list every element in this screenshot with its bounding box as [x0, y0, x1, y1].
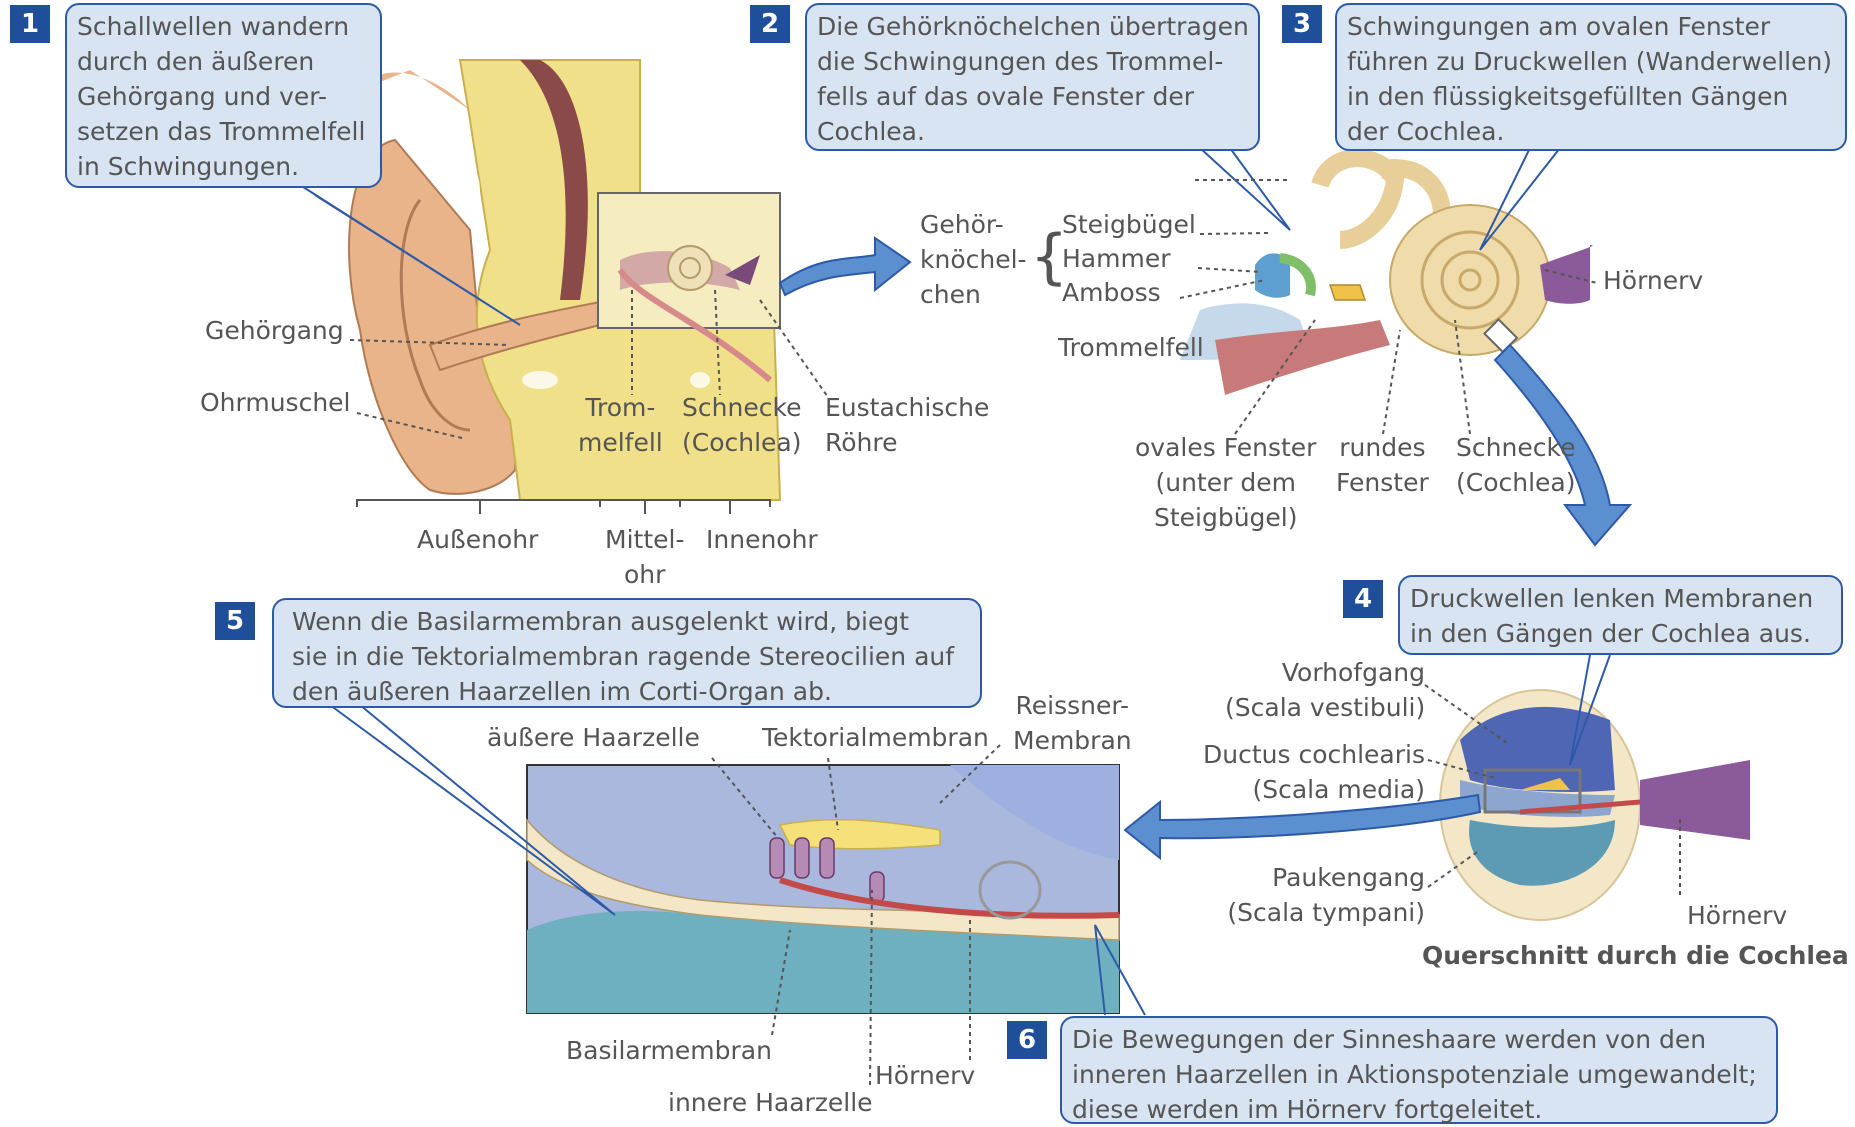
- step-4-line: in den Gängen der Cochlea aus.: [1410, 616, 1831, 651]
- label-schnecke-line: Schnecke: [682, 390, 802, 425]
- label-paukengang: Paukengang (Scala tympani): [1225, 860, 1425, 930]
- step-5-line: sie in die Tektorialmembran ragende Ster…: [292, 639, 970, 674]
- label-mittelohr-line: Mittel-: [605, 522, 684, 557]
- label-eustachische-line: Röhre: [825, 425, 989, 460]
- label-ovales-fenster-line: (unter dem: [1135, 465, 1316, 500]
- label-eustachische-roehre: Eustachische Röhre: [825, 390, 989, 460]
- step-3-line: in den flüssigkeitsgefüllten Gängen: [1347, 79, 1835, 114]
- label-hoernerv-corti: Hörnerv: [875, 1058, 975, 1093]
- label-steigbuegel: Steigbügel: [1062, 207, 1196, 242]
- step-3-badge: 3: [1282, 5, 1322, 43]
- label-gehoergang: Gehörgang: [205, 313, 344, 348]
- label-vorhofgang: Vorhofgang (Scala vestibuli): [1225, 655, 1425, 725]
- step-2-line: Die Gehörknöchelchen übertragen: [817, 9, 1248, 44]
- step-1-line: durch den äußeren: [77, 44, 370, 79]
- label-ductus-line: (Scala media): [1195, 772, 1425, 807]
- step-3-callout: Schwingungen am ovalen Fenster führen zu…: [1335, 3, 1847, 151]
- label-ovales-fenster-line: Steigbügel): [1135, 500, 1316, 535]
- label-amboss: Amboss: [1062, 275, 1161, 310]
- step-6-badge: 6: [1007, 1021, 1047, 1059]
- caption-cochlea-section: Querschnitt durch die Cochlea: [1422, 938, 1849, 973]
- label-schnecke-line: (Cochlea): [682, 425, 802, 460]
- label-reissner-line: Reissner-: [1013, 688, 1132, 723]
- label-basilarmembran: Basilarmembran: [566, 1033, 772, 1068]
- label-schnecke-detail-line: Schnecke: [1456, 430, 1576, 465]
- step-5-line: Wenn die Basilarmembran ausgelenkt wird,…: [292, 604, 970, 639]
- middle-ear-drawing: [1180, 158, 1593, 395]
- label-tektorialmembran: Tektorialmembran: [762, 720, 989, 755]
- label-paukengang-line: Paukengang: [1225, 860, 1425, 895]
- label-rundes-fenster: rundes Fenster: [1336, 430, 1429, 500]
- label-aussenohr: Außenohr: [417, 522, 538, 557]
- label-gehoerknoechelchen-line: knöchel-: [920, 242, 1027, 277]
- label-ohrmuschel: Ohrmuschel: [200, 385, 351, 420]
- label-innere-haarzelle: innere Haarzelle: [668, 1085, 873, 1120]
- label-reissner-membran: Reissner- Membran: [1013, 688, 1132, 758]
- zoom-arrow-1: [780, 238, 910, 295]
- label-trommelfell: Trom- melfell: [578, 390, 663, 460]
- step-1-line: Gehörgang und ver-: [77, 79, 370, 114]
- label-hammer: Hammer: [1062, 241, 1170, 276]
- label-rundes-fenster-line: rundes: [1336, 430, 1429, 465]
- label-ductus-cochlearis: Ductus cochlearis (Scala media): [1195, 737, 1425, 807]
- label-hoernerv-detail: Hörnerv: [1603, 263, 1703, 298]
- label-schnecke-detail-line: (Cochlea): [1456, 465, 1576, 500]
- step-5-callout: Wenn die Basilarmembran ausgelenkt wird,…: [272, 598, 982, 708]
- label-schnecke: Schnecke (Cochlea): [682, 390, 802, 460]
- label-ovales-fenster-line: ovales Fenster: [1135, 430, 1316, 465]
- step-5-line: den äußeren Haarzellen im Corti-Organ ab…: [292, 674, 970, 709]
- label-gehoerknoechelchen-line: Gehör-: [920, 207, 1027, 242]
- step-5-badge: 5: [215, 602, 255, 640]
- label-schnecke-detail: Schnecke (Cochlea): [1456, 430, 1576, 500]
- label-mittelohr-line: ohr: [605, 557, 684, 592]
- label-gehoerknoechelchen-line: chen: [920, 277, 1027, 312]
- step-1-line: setzen das Trommelfell: [77, 114, 370, 149]
- step-4-callout: Druckwellen lenken Membranen in den Gäng…: [1398, 575, 1843, 655]
- label-mittelohr: Mittel- ohr: [605, 522, 684, 592]
- step-2-badge: 2: [750, 5, 790, 43]
- step-1-callout: Schallwellen wandern durch den äußeren G…: [65, 3, 382, 188]
- step-6-line: diese werden im Hörnerv fortgeleitet.: [1072, 1092, 1766, 1127]
- step-1-line: in Schwingungen.: [77, 149, 370, 184]
- step-2-line: Cochlea.: [817, 114, 1248, 149]
- corti-organ-drawing: [527, 765, 1119, 1013]
- label-vorhofgang-line: Vorhofgang: [1225, 655, 1425, 690]
- step-1-line: Schallwellen wandern: [77, 9, 370, 44]
- label-rundes-fenster-line: Fenster: [1336, 465, 1429, 500]
- step-2-callout: Die Gehörknöchelchen übertragen die Schw…: [805, 3, 1260, 151]
- step-6-line: Die Bewegungen der Sinneshaare werden vo…: [1072, 1022, 1766, 1057]
- step-3-line: Schwingungen am ovalen Fenster: [1347, 9, 1835, 44]
- label-vorhofgang-line: (Scala vestibuli): [1225, 690, 1425, 725]
- step-4-badge: 4: [1343, 580, 1383, 618]
- label-trommelfell-line: Trom-: [578, 390, 663, 425]
- label-trommelfell-line: melfell: [578, 425, 663, 460]
- label-innenohr: Innenohr: [706, 522, 818, 557]
- step-2-line: die Schwingungen des Trommel-: [817, 44, 1248, 79]
- label-ovales-fenster: ovales Fenster (unter dem Steigbügel): [1135, 430, 1316, 535]
- label-ductus-line: Ductus cochlearis: [1195, 737, 1425, 772]
- label-trommelfell-detail: Trommelfell: [1058, 330, 1204, 365]
- step-6-callout: Die Bewegungen der Sinneshaare werden vo…: [1060, 1016, 1778, 1124]
- label-gehoerknoechelchen: Gehör- knöchel- chen: [920, 207, 1027, 312]
- cochlea-section-drawing: [1440, 690, 1750, 920]
- label-aeussere-haarzelle: äußere Haarzelle: [487, 720, 700, 755]
- label-eustachische-line: Eustachische: [825, 390, 989, 425]
- label-hoernerv-section: Hörnerv: [1687, 898, 1787, 933]
- label-paukengang-line: (Scala tympani): [1225, 895, 1425, 930]
- step-1-badge: 1: [10, 5, 50, 43]
- step-2-line: fells auf das ovale Fenster der: [817, 79, 1248, 114]
- step-4-line: Druckwellen lenken Membranen: [1410, 581, 1831, 616]
- label-reissner-line: Membran: [1013, 723, 1132, 758]
- step-3-line: führen zu Druckwellen (Wanderwellen): [1347, 44, 1835, 79]
- step-6-line: inneren Haarzellen in Aktionspotenziale …: [1072, 1057, 1766, 1092]
- step-3-line: der Cochlea.: [1347, 114, 1835, 149]
